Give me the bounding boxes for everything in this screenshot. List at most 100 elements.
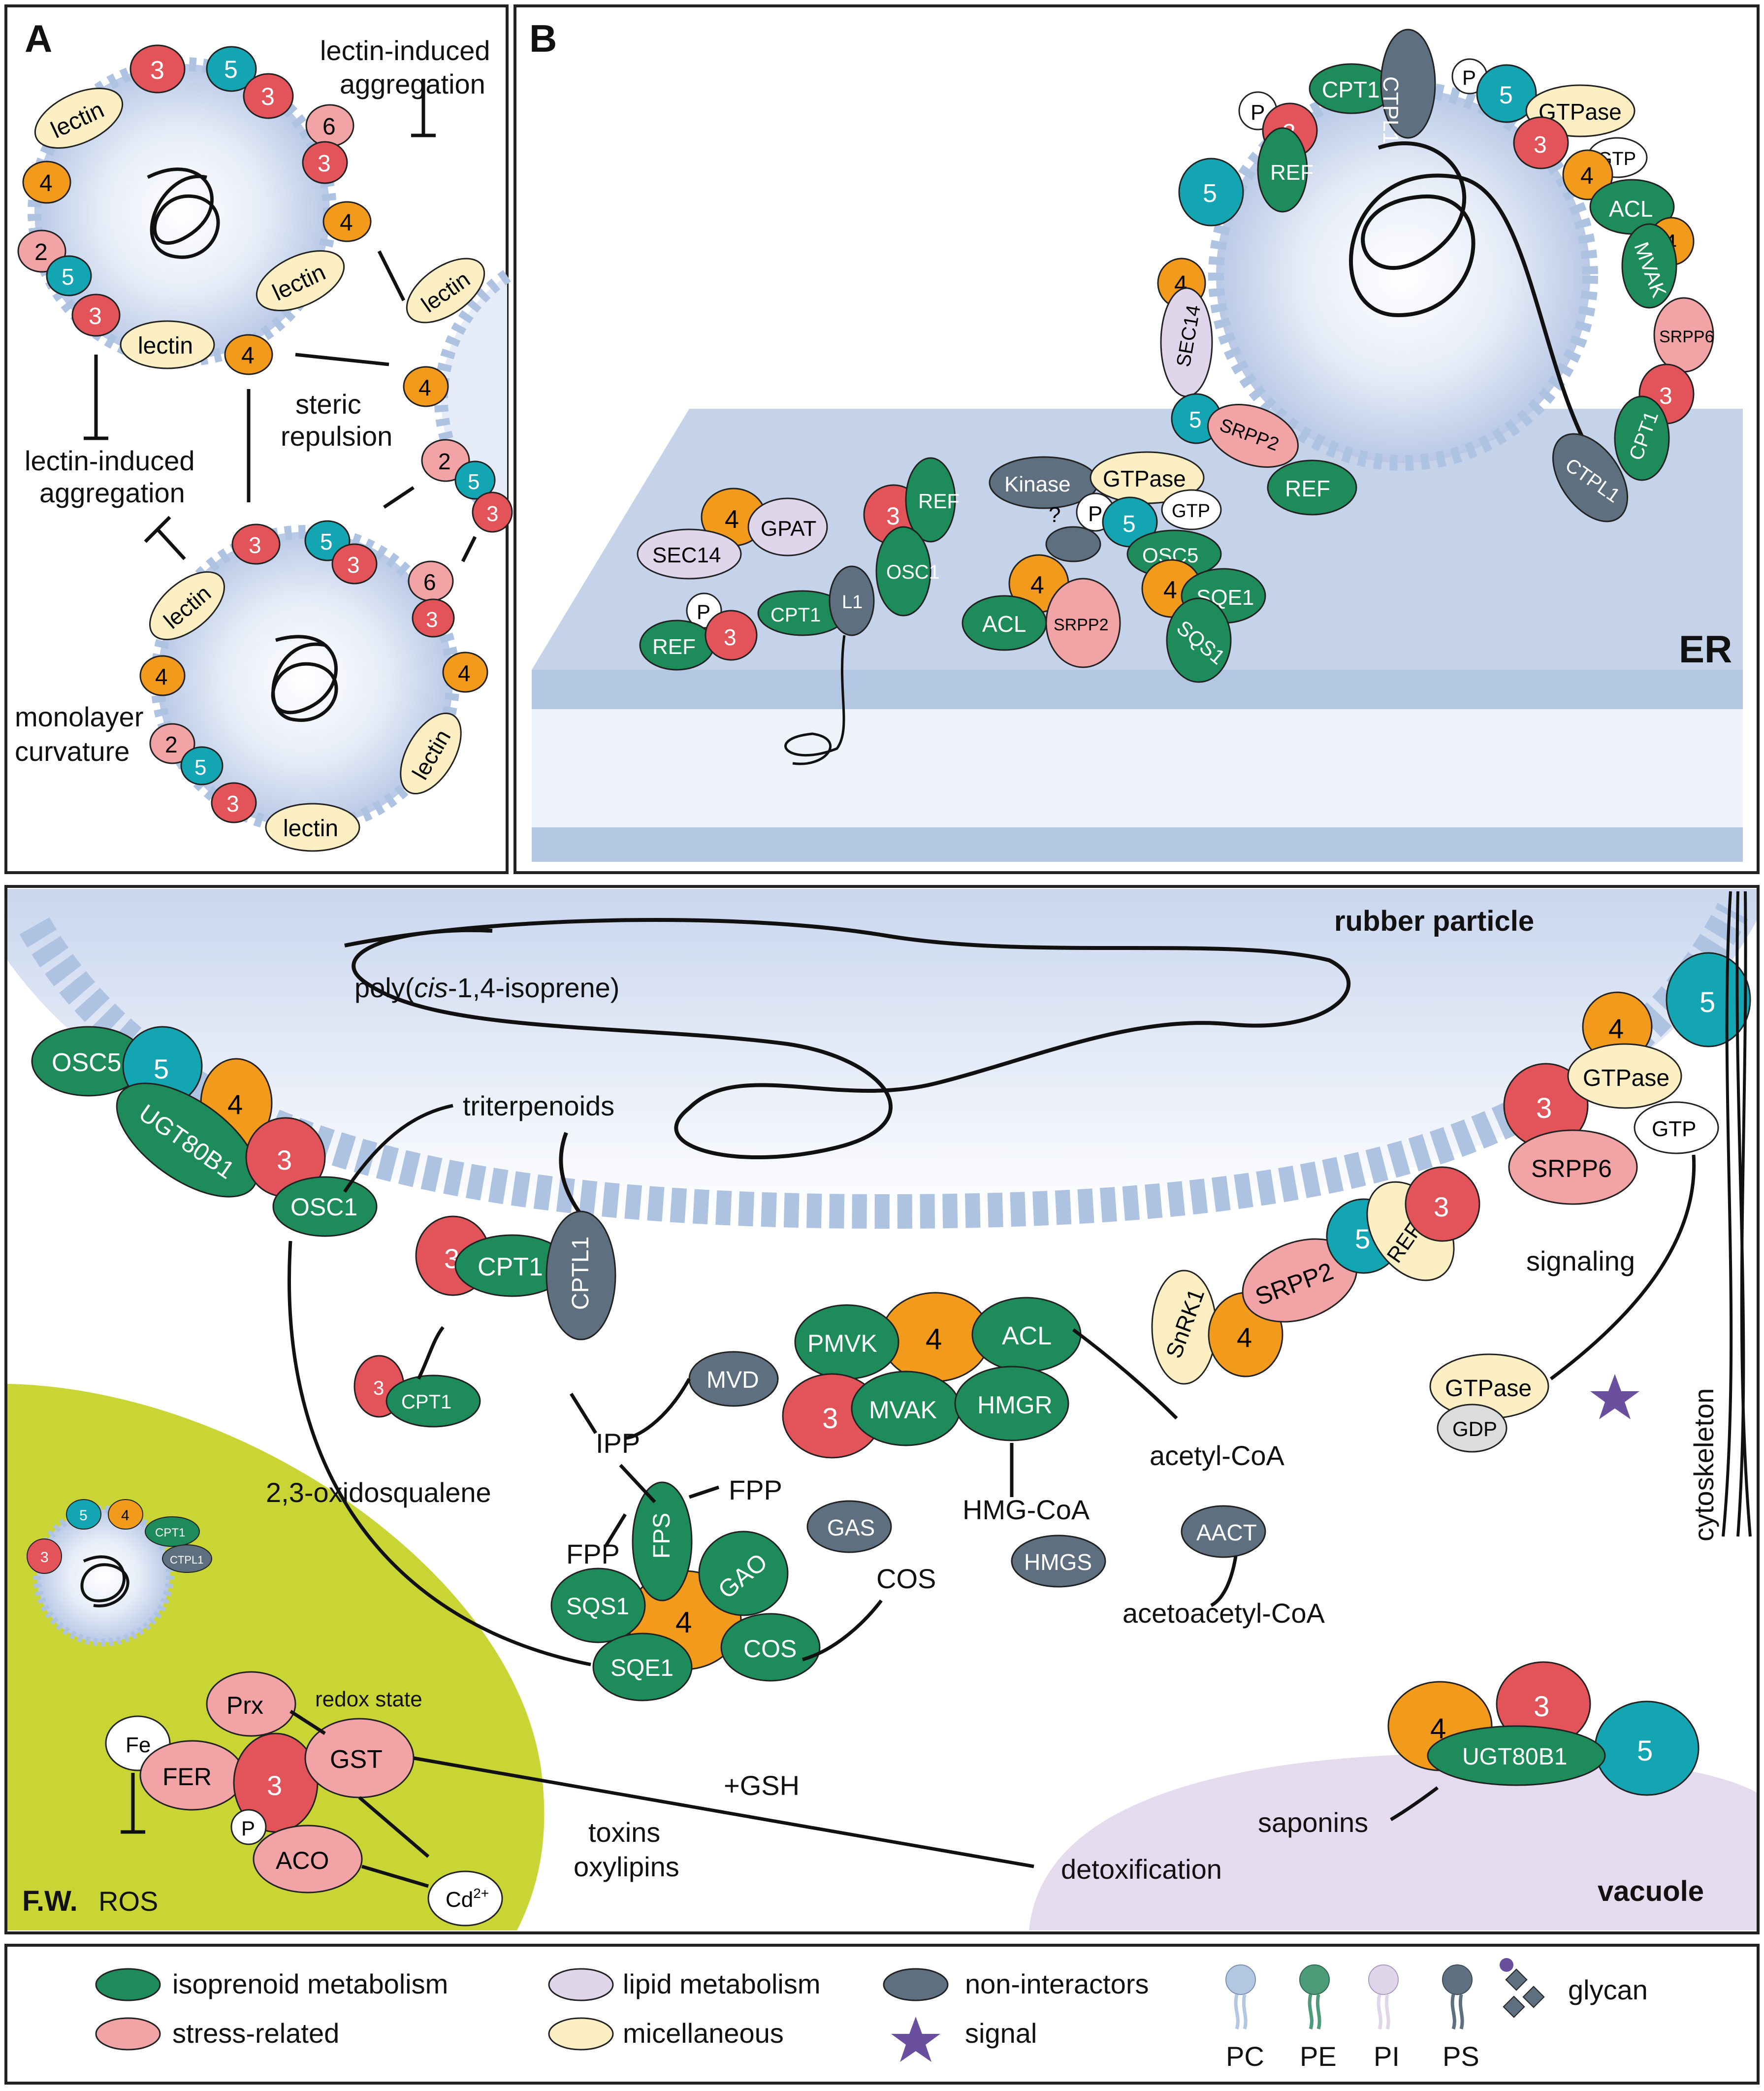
svg-text:P: P (697, 600, 710, 623)
oxidosqualene-label: 2,3-oxidosqualene (266, 1477, 491, 1508)
protein-4-a3: 4 (403, 366, 449, 407)
detoxification-label: detoxification (1061, 1854, 1222, 1885)
lectin-aggregation-left-2: aggregation (39, 477, 185, 508)
protein-3-c8: 3 (1496, 1661, 1591, 1747)
protein-acl-c: ACL (971, 1297, 1082, 1372)
svg-text:P: P (1251, 100, 1265, 125)
svg-text:SRPP2: SRPP2 (1054, 616, 1109, 634)
legend-glycan: glycan (1500, 1958, 1648, 2018)
protein-l1-b: L1 (829, 565, 875, 636)
svg-text:4: 4 (340, 210, 353, 236)
svg-text:5: 5 (62, 264, 74, 290)
protein-gtp-b2: GTP (1161, 489, 1222, 530)
protein-fps-c: FPS (632, 1481, 693, 1601)
protein-mvd-c: MVD (688, 1351, 779, 1407)
protein-cpt1-b2: CPT1 (1614, 395, 1670, 481)
steric-repulsion-1: steric (295, 389, 361, 420)
saponins-arrow (1390, 1786, 1439, 1822)
svg-text:3: 3 (277, 1144, 292, 1176)
svg-text:5: 5 (1203, 179, 1217, 208)
svg-text:4: 4 (1237, 1322, 1252, 1353)
svg-text:REF: REF (1285, 476, 1330, 501)
svg-text:5: 5 (1499, 81, 1513, 109)
svg-text:FPS: FPS (649, 1513, 675, 1559)
ros-label: ROS (98, 1886, 158, 1917)
svg-text:PC: PC (1226, 2041, 1264, 2072)
pathway-arrows (287, 1104, 1238, 1666)
protein-hmgs-c: HMGS (1011, 1535, 1106, 1588)
polymer-strand-er (784, 635, 846, 765)
svg-text:5: 5 (320, 529, 333, 555)
protein-5-c4: 5 (1594, 1700, 1700, 1796)
svg-text:3: 3 (347, 552, 360, 578)
legend-item-isoprenoid: isoprenoid metabolism (95, 1968, 448, 2001)
svg-text:SEC14: SEC14 (652, 543, 721, 567)
svg-text:AACT: AACT (1196, 1520, 1257, 1545)
svg-text:L1: L1 (842, 592, 863, 613)
svg-text:4: 4 (121, 1507, 129, 1524)
svg-text:isoprenoid metabolism: isoprenoid metabolism (172, 1968, 448, 1999)
svg-text:4: 4 (241, 343, 255, 369)
legend-lipid-ps: PS (1442, 1964, 1479, 2072)
protein-cpt1-b3: CPT1 (757, 590, 848, 636)
protein-aact-c: AACT (1181, 1505, 1266, 1558)
svg-text:CTPL1: CTPL1 (1379, 76, 1403, 144)
svg-text:3: 3 (261, 83, 275, 110)
svg-text:Kinase: Kinase (1004, 472, 1071, 496)
svg-text:CPT1: CPT1 (1322, 77, 1380, 102)
svg-text:CPT1: CPT1 (155, 1526, 185, 1539)
protein-3-a1: 3 (129, 44, 186, 94)
legend: isoprenoid metabolism stress-related lip… (95, 1958, 1648, 2072)
fw-label: F.W. (22, 1885, 78, 1917)
protein-hmgr-c: HMGR (954, 1366, 1069, 1441)
protein-sec14-b2: SEC14 (637, 528, 742, 580)
protein-kinase-b: Kinase (989, 456, 1099, 509)
protein-sqe1-c: SQE1 (592, 1633, 693, 1701)
protein-ctpl1-b1: CTPL1 (1379, 29, 1436, 144)
fw-small-particle: 3 5 4 CPT1 CTPL1 (27, 1499, 212, 1646)
svg-text:OSC1: OSC1 (290, 1193, 357, 1221)
svg-text:FER: FER (162, 1763, 212, 1791)
svg-text:CPT1: CPT1 (770, 604, 821, 626)
svg-text:GTPase: GTPase (1103, 466, 1186, 491)
protein-sqs1-c: SQS1 (550, 1568, 646, 1643)
svg-text:5: 5 (1700, 986, 1715, 1018)
svg-text:3: 3 (1659, 383, 1672, 409)
protein-5-a1: 5 (206, 46, 257, 92)
protein-3-b2: 3 (1513, 116, 1569, 169)
svg-text:4: 4 (227, 1089, 243, 1120)
rubber-particle-c (7, 889, 1757, 1221)
svg-text:5: 5 (1355, 1223, 1370, 1254)
rubber-particle-b (1208, 81, 1598, 471)
protein-gao-c: GAO (698, 1531, 789, 1616)
svg-text:GAS: GAS (827, 1515, 875, 1540)
saponins-label: saponins (1258, 1807, 1368, 1838)
svg-text:5: 5 (1189, 407, 1202, 432)
kinase-question: ? (1049, 503, 1060, 527)
protein-sqs1-b: SQS1 (1166, 597, 1232, 683)
protein-sec14-b1: SEC14 (1160, 287, 1213, 397)
protein-fer-c: FER (139, 1740, 245, 1811)
signal-star-c (1590, 1374, 1639, 1419)
svg-text:3: 3 (1434, 1191, 1449, 1222)
svg-text:signal: signal (965, 2018, 1037, 2049)
svg-text:GTPase: GTPase (1583, 1065, 1669, 1091)
svg-text:SRPP6: SRPP6 (1659, 327, 1714, 346)
protein-cptl1-c1: CPTL1 (545, 1210, 616, 1340)
hmg-coa-label: HMG-CoA (962, 1494, 1090, 1525)
protein-4-a1c: 4 (224, 334, 273, 375)
svg-text:lipid metabolism: lipid metabolism (623, 1968, 821, 1999)
svg-text:3: 3 (40, 1549, 49, 1566)
protein-cpt1-c1: CPT1 (454, 1234, 570, 1297)
legend-item-stress: stress-related (95, 2017, 339, 2051)
triterpenoids-label: triterpenoids (463, 1090, 614, 1121)
protein-3-c6: 3 (1503, 1063, 1589, 1148)
protein-aco-c: ACO (253, 1825, 363, 1894)
protein-nonint-b (1045, 526, 1101, 562)
protein-3-c1: 3 (245, 1117, 326, 1198)
legend-item-misc: micellaneous (548, 2017, 784, 2051)
svg-text:3: 3 (724, 624, 737, 650)
svg-text:micellaneous: micellaneous (623, 2018, 784, 2049)
protein-3-a2d: 3 (211, 782, 257, 823)
